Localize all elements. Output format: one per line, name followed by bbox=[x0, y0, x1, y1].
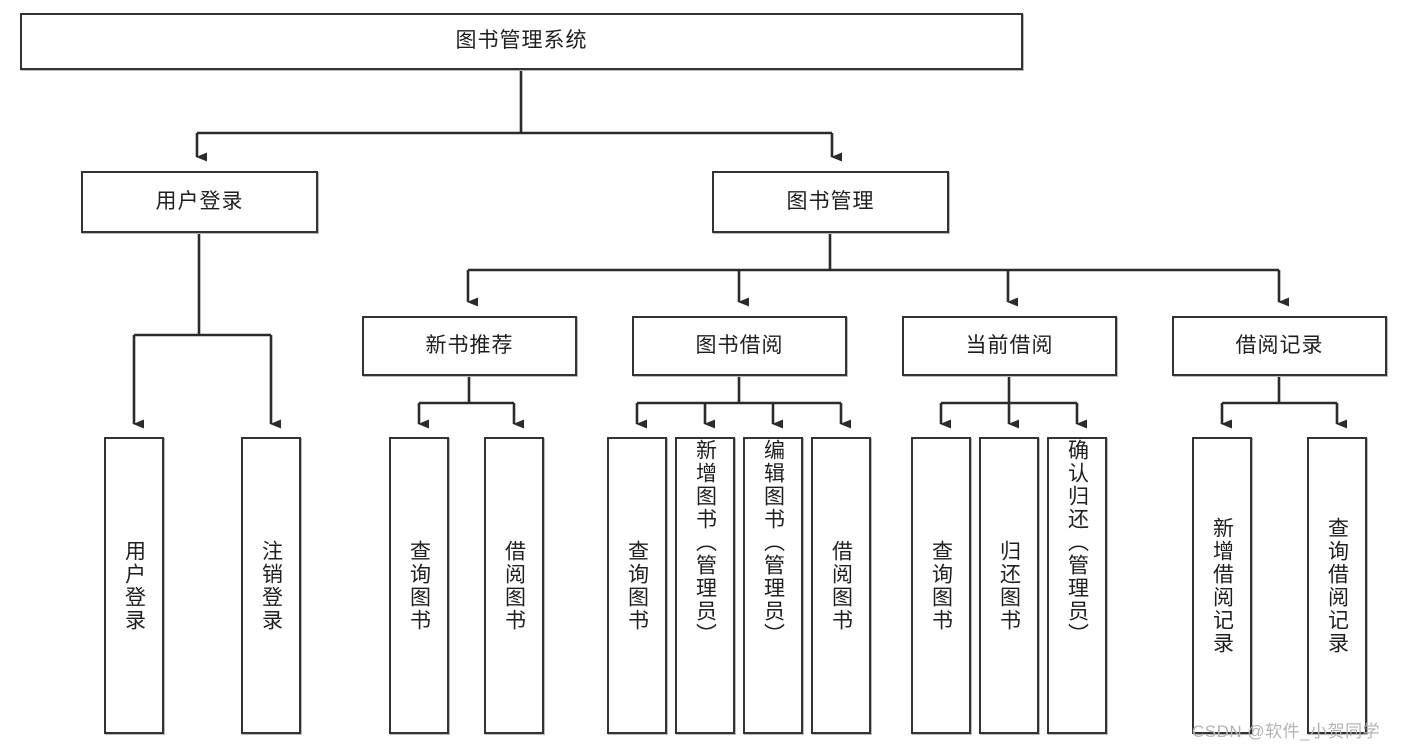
node-leaf-currentborrow-return-book[interactable]: 归还图书 bbox=[979, 437, 1039, 734]
node-leaf-currentborrow-query-book-label: 查询图书 bbox=[929, 539, 953, 632]
node-leaf-borrowrecord-query-record[interactable]: 查询借阅记录 bbox=[1307, 437, 1367, 734]
node-leaf-bookborrow-edit-book-label: 编辑图书（管理员） bbox=[761, 439, 785, 646]
node-book-borrow-label: 图书借阅 bbox=[695, 333, 784, 357]
node-book-management[interactable]: 图书管理 bbox=[712, 171, 949, 233]
node-leaf-currentborrow-confirm-return-label: 确认归还（管理员） bbox=[1065, 439, 1089, 646]
node-leaf-currentborrow-confirm-return[interactable]: 确认归还（管理员） bbox=[1047, 437, 1107, 734]
node-user-login-label: 用户登录 bbox=[155, 189, 244, 213]
node-leaf-bookborrow-borrow-book[interactable]: 借阅图书 bbox=[811, 437, 871, 734]
node-leaf-newbook-borrow-book-label: 借阅图书 bbox=[502, 539, 526, 632]
node-new-book-recommend-label: 新书推荐 bbox=[425, 333, 514, 357]
node-leaf-borrowrecord-add-record-label: 新增借阅记录 bbox=[1210, 516, 1234, 655]
node-leaf-logout[interactable]: 注销登录 bbox=[241, 437, 301, 734]
node-current-borrow-label: 当前借阅 bbox=[965, 333, 1054, 357]
node-leaf-newbook-query-book[interactable]: 查询图书 bbox=[389, 437, 449, 734]
node-leaf-borrowrecord-add-record[interactable]: 新增借阅记录 bbox=[1192, 437, 1252, 734]
node-leaf-currentborrow-return-book-label: 归还图书 bbox=[997, 539, 1021, 632]
node-leaf-newbook-query-book-label: 查询图书 bbox=[407, 539, 431, 632]
node-leaf-bookborrow-add-book[interactable]: 新增图书（管理员） bbox=[675, 437, 735, 734]
node-leaf-borrowrecord-query-record-label: 查询借阅记录 bbox=[1325, 516, 1349, 655]
node-book-management-label: 图书管理 bbox=[786, 189, 875, 213]
node-leaf-currentborrow-query-book[interactable]: 查询图书 bbox=[911, 437, 971, 734]
node-leaf-user-login-label: 用户登录 bbox=[122, 539, 146, 632]
node-leaf-bookborrow-query-book-label: 查询图书 bbox=[625, 539, 649, 632]
node-borrow-record-label: 借阅记录 bbox=[1235, 333, 1324, 357]
node-leaf-bookborrow-borrow-book-label: 借阅图书 bbox=[829, 539, 853, 632]
node-borrow-record[interactable]: 借阅记录 bbox=[1172, 316, 1387, 376]
node-root-label: 图书管理系统 bbox=[455, 29, 588, 53]
node-book-borrow[interactable]: 图书借阅 bbox=[632, 316, 847, 376]
node-root-library-system[interactable]: 图书管理系统 bbox=[20, 13, 1023, 70]
node-leaf-logout-label: 注销登录 bbox=[259, 539, 283, 632]
node-new-book-recommend[interactable]: 新书推荐 bbox=[362, 316, 577, 376]
csdn-watermark: CSDN @软件_小贺同学 bbox=[1192, 722, 1381, 741]
node-leaf-bookborrow-add-book-label: 新增图书（管理员） bbox=[693, 439, 717, 646]
node-user-login[interactable]: 用户登录 bbox=[81, 171, 318, 233]
node-leaf-user-login[interactable]: 用户登录 bbox=[104, 437, 164, 734]
node-leaf-bookborrow-query-book[interactable]: 查询图书 bbox=[607, 437, 667, 734]
node-current-borrow[interactable]: 当前借阅 bbox=[902, 316, 1117, 376]
node-leaf-bookborrow-edit-book[interactable]: 编辑图书（管理员） bbox=[743, 437, 803, 734]
node-leaf-newbook-borrow-book[interactable]: 借阅图书 bbox=[484, 437, 544, 734]
